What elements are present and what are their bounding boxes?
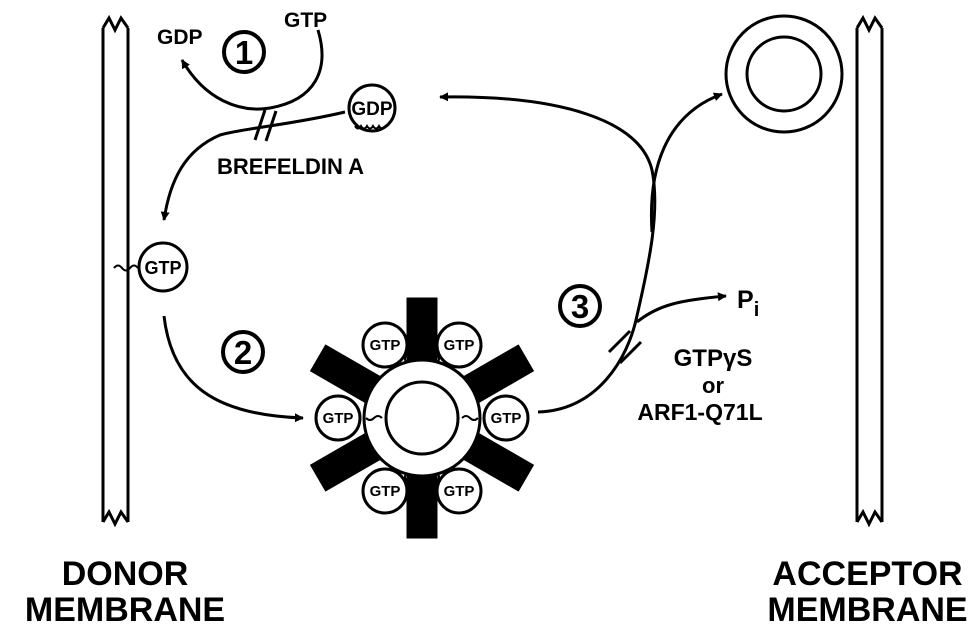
svg-text:3: 3 [571, 288, 589, 325]
coat-gtp-top-right: GTP [444, 337, 475, 354]
acceptor-caption-line2: MEMBRANE [760, 592, 975, 628]
or-label: or [702, 373, 724, 398]
coat-gtp-bottom-right: GTP [444, 483, 475, 500]
step2-badge: 2 [223, 332, 263, 372]
svg-text:GTP: GTP [144, 258, 181, 278]
svg-text:GDP: GDP [351, 99, 393, 120]
arf-gtp-membrane-bound: GTP [114, 243, 187, 291]
donor-caption-line2: MEMBRANE [20, 592, 230, 628]
acceptor-vesicle [726, 16, 842, 132]
donor-caption-line1: DONOR [20, 556, 230, 592]
coat-gtp-bottom-left: GTP [370, 483, 401, 500]
acceptor-membrane-caption: ACCEPTOR MEMBRANE [760, 556, 975, 628]
gdp-released-label: GDP [157, 26, 203, 49]
acceptor-caption-line1: ACCEPTOR [760, 556, 975, 592]
donor-membrane-caption: DONOR MEMBRANE [20, 556, 230, 628]
svg-text:2: 2 [234, 334, 252, 371]
brefeldin-a-label: BREFELDIN A [217, 154, 364, 179]
coat-gtp-left: GTP [323, 410, 354, 427]
step3-badge: 3 [560, 286, 600, 326]
gtpgammas-label: GTPγS [674, 345, 753, 372]
arf1-q71l-label: ARF1-Q71L [637, 399, 762, 425]
coat-gtp-top-left: GTP [370, 337, 401, 354]
step1-badge: 1 [224, 32, 264, 72]
coated-vesicle: GTP GTP GTP GTP GTP GTP [311, 298, 534, 538]
gtp-incoming-label: GTP [284, 9, 327, 32]
arf-gdp-cytosolic: GDP [349, 85, 395, 131]
phosphate-label: Pi [737, 286, 759, 321]
svg-text:1: 1 [235, 34, 253, 71]
acceptor-membrane [857, 18, 882, 524]
coat-gtp-right: GTP [491, 410, 522, 427]
